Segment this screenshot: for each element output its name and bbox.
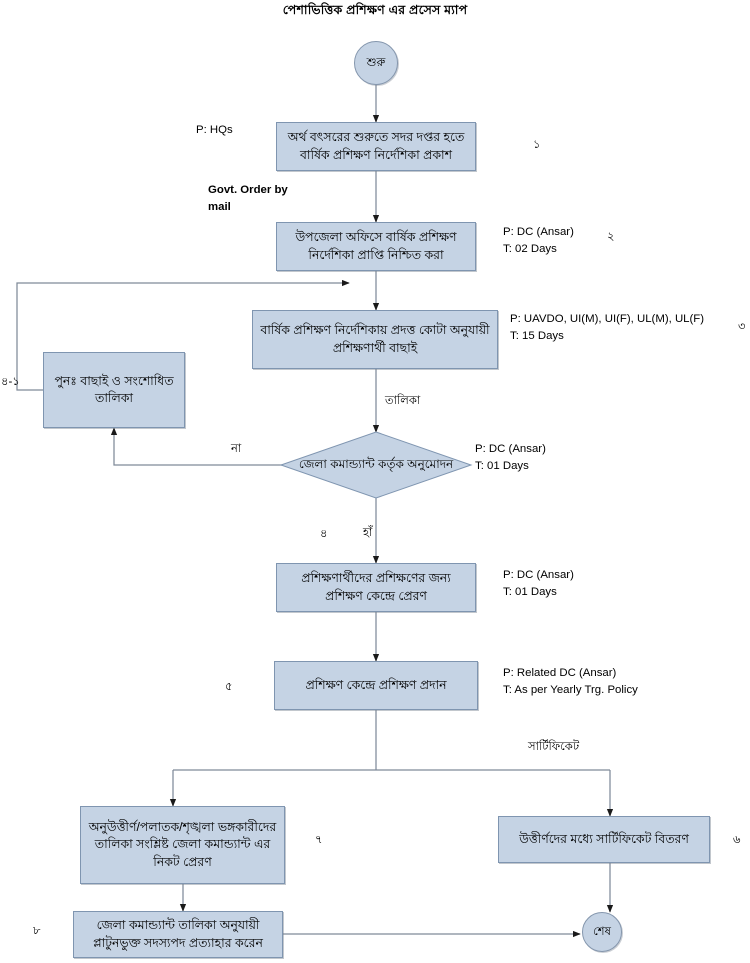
end-terminator[interactable]: শেষ (582, 912, 622, 952)
node-conduct-training-at-centre[interactable]: প্রশিক্ষণ কেন্দ্রে প্রশিক্ষণ প্রদান (274, 661, 478, 710)
step-number-3: ৩ (738, 321, 746, 333)
node-reselection-revised-list[interactable]: পুনঃ বাছাই ও সংশোধিত তালিকা (43, 352, 185, 428)
step-number-4-1: ৪-১ (1, 376, 20, 388)
node-label: বার্ষিক প্রশিক্ষণ নির্দেশিকায় প্রদত্ত ক… (260, 323, 490, 355)
annotation-uavdo-15-days: P: UAVDO, UI(M), UI(F), UL(M), UL(F) T: … (510, 313, 705, 342)
node-label: প্রশিক্ষণার্থীদের প্রশিক্ষণের জন্য প্রশি… (301, 571, 451, 603)
edge-label-no: না (231, 443, 242, 455)
start-terminator[interactable]: শুরু (354, 41, 398, 85)
annotation-govt-order-by-mail: Govt. Order by mail (208, 184, 288, 213)
annotation-dc-ansar-02-days: P: DC (Ansar) T: 02 Days (503, 226, 574, 255)
node-select-trainees-by-quota[interactable]: বার্ষিক প্রশিক্ষণ নির্দেশিকায় প্রদত্ত ক… (252, 310, 498, 369)
node-confirm-receipt-upazila-office[interactable]: উপজেলা অফিসে বার্ষিক প্রশিক্ষণ নির্দেশিক… (276, 222, 476, 271)
edge-label-talika: তালিকা (385, 395, 421, 407)
node-send-trainees-to-centre[interactable]: প্রশিক্ষণার্থীদের প্রশিক্ষণের জন্য প্রশি… (276, 563, 476, 612)
node-distribute-certificates[interactable]: উত্তীর্ণদের মধ্যে সার্টিফিকেট বিতরণ (498, 816, 710, 863)
annotation-dc-ansar-01-days-box4: P: DC (Ansar) T: 01 Days (503, 569, 574, 598)
step-number-5: ৫ (225, 681, 233, 693)
step-number-1: ১ (533, 139, 541, 151)
start-label: শুরু (366, 56, 386, 69)
edge-label-certificate: সার্টিফিকেট (528, 741, 580, 753)
step-number-2: ২ (607, 231, 615, 243)
node-label: পুনঃ বাছাই ও সংশোধিত তালিকা (54, 373, 174, 405)
node-label: জেলা কমান্ড্যান্ট তালিকা অনুযায়ী প্লাটু… (93, 918, 263, 950)
annotation-related-dc-yearly-policy: P: Related DC (Ansar) T: As per Yearly T… (503, 667, 638, 696)
decision-commandant-approval[interactable]: জেলা কমান্ড্যান্ট কর্তৃক অনুমোদন (279, 431, 473, 499)
step-number-7: ৭ (315, 834, 323, 846)
edge-label-yes: হাঁ (363, 527, 373, 539)
node-label: উপজেলা অফিসে বার্ষিক প্রশিক্ষণ নির্দেশিক… (295, 230, 457, 262)
annotation-p-hqs: P: HQs (196, 124, 233, 136)
node-label: উত্তীর্ণদের মধ্যে সার্টিফিকেট বিতরণ (519, 831, 689, 846)
node-withdraw-platoon-membership[interactable]: জেলা কমান্ড্যান্ট তালিকা অনুযায়ী প্লাটু… (73, 911, 283, 958)
step-number-8: ৮ (33, 925, 41, 937)
node-publish-annual-training-guideline[interactable]: অর্থ বৎসরের শুরুতে সদর দপ্তর হতে বার্ষিক… (276, 122, 476, 171)
node-report-failed-absconded-list[interactable]: অনুউত্তীর্ণ/পলাতক/শৃঙ্খলা ভঙ্গকারীদের তা… (80, 806, 285, 884)
node-label: অনুউত্তীর্ণ/পলাতক/শৃঙ্খলা ভঙ্গকারীদের তা… (88, 820, 277, 869)
page-title: পেশাভিত্তিক প্রশিক্ষণ এর প্রসেস ম্যাপ (282, 3, 468, 17)
step-number-4: ৪ (320, 528, 328, 540)
node-label: প্রশিক্ষণ কেন্দ্রে প্রশিক্ষণ প্রদান (305, 677, 447, 692)
node-label: অর্থ বৎসরের শুরুতে সদর দপ্তর হতে বার্ষিক… (287, 130, 465, 162)
end-label: শেষ (593, 925, 611, 938)
step-number-6: ৬ (733, 834, 741, 846)
annotation-dc-ansar-01-days-decision: P: DC (Ansar) T: 01 Days (475, 443, 546, 472)
